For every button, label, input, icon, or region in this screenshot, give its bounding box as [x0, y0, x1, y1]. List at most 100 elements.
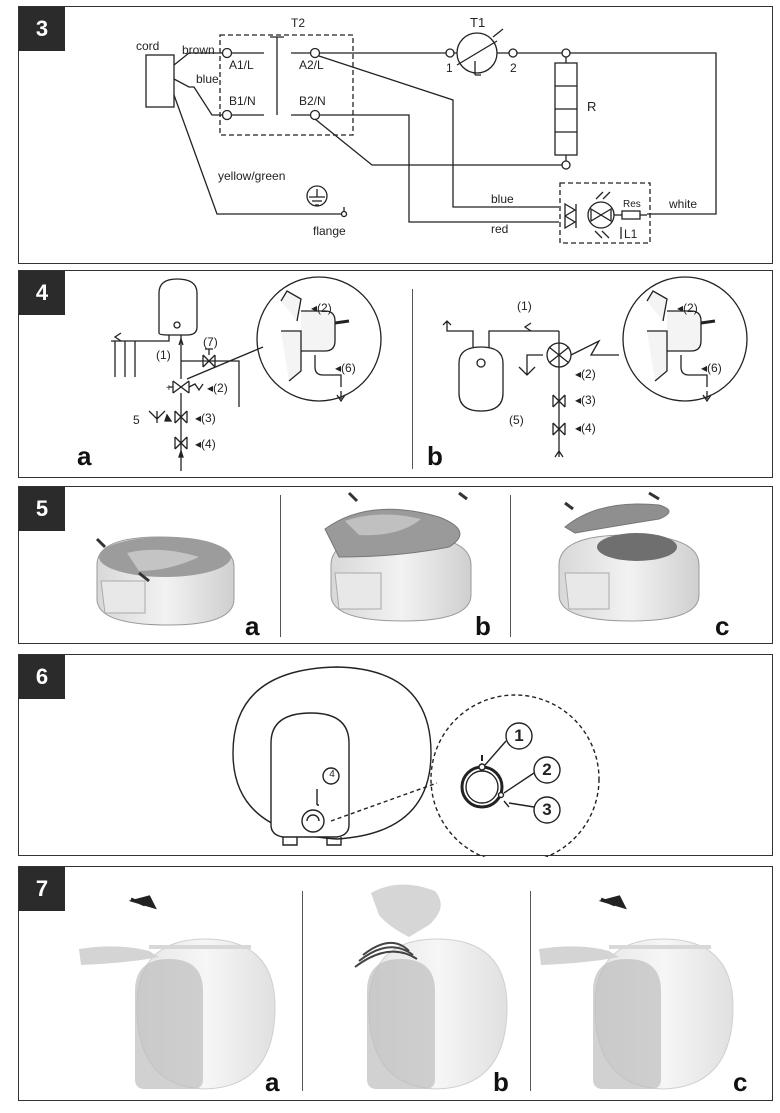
- marker-2a: ◂(2): [207, 381, 228, 395]
- magnifier-circle-b: [622, 276, 748, 402]
- label-b2: B2/N: [299, 94, 326, 108]
- t2-switch-box: [219, 34, 354, 136]
- callout-1-label: 1: [514, 726, 524, 745]
- marker-7: (7): [203, 335, 218, 349]
- callout-2: [533, 756, 561, 784]
- label-t1-pin2: 2: [510, 61, 517, 75]
- operation-photo-7c: [539, 895, 734, 1090]
- sub-label-7c: c: [733, 1067, 748, 1097]
- t2-actuator: [270, 36, 284, 115]
- cold-inlet-pipe-b: [554, 331, 564, 458]
- label-b1: B1/N: [229, 94, 256, 108]
- section-4-badge: 4: [19, 271, 65, 315]
- cord-plug: [145, 54, 175, 108]
- operation-photo-7a: [79, 895, 276, 1090]
- label-t2: T2: [291, 16, 305, 30]
- section-6-badge: 6: [19, 655, 65, 699]
- label-yellow-green: yellow/green: [218, 169, 285, 183]
- label-l1: L1: [624, 227, 638, 241]
- marker-3b: ◂(3): [575, 393, 596, 407]
- sub-label-5b: b: [475, 611, 491, 641]
- label-blue-top: blue: [196, 72, 219, 86]
- thermostat-knob: [301, 809, 325, 833]
- callout-1: [505, 722, 533, 750]
- wire-blue-cord: [173, 78, 224, 116]
- marker-5a: 5: [133, 413, 140, 427]
- heater-front-panel: [270, 712, 350, 838]
- section-7-operation-steps: 7: [18, 866, 773, 1101]
- section-5-badge: 5: [19, 487, 65, 531]
- valve-4-icon: [174, 436, 188, 450]
- marker-6b: ◂(6): [701, 361, 722, 375]
- label-white: white: [668, 197, 697, 211]
- heater-terminal-bottom: [561, 160, 571, 170]
- sub-label-4b: b: [427, 441, 443, 471]
- plumbing-schematics: +: [111, 276, 748, 471]
- knob-zoom-circle: [430, 694, 600, 857]
- ground-lines: [309, 189, 325, 206]
- terminal-a1: [221, 47, 233, 59]
- wire-brown: [173, 52, 224, 66]
- knob-number-label: 4: [329, 769, 335, 780]
- magnifier-circle-a: [256, 276, 382, 402]
- marker-4a: ◂(4): [195, 437, 216, 451]
- marker-5b: (5): [509, 413, 524, 427]
- knob-dial-closeup: [460, 765, 504, 809]
- hot-outlet-pipes-a: [111, 335, 170, 377]
- marker-2b-closeup: ◂(2): [677, 301, 698, 315]
- heater-photo-5a: [95, 536, 235, 626]
- marker-6a: ◂(6): [335, 361, 356, 375]
- safety-valve-2-icon: [172, 380, 190, 394]
- safety-valve-closeup-a: [280, 290, 336, 382]
- hot-outlet-pipe-b: [442, 320, 474, 347]
- sub-label-5c: c: [715, 611, 730, 641]
- valve-3b-icon: [552, 394, 566, 408]
- wiring-schematic: cord brown blue yellow/green flange T2 A…: [136, 15, 717, 244]
- label-res: Res: [623, 199, 641, 210]
- section-4-plumbing-diagram: 4 +: [18, 270, 773, 478]
- heater-undersink-a: [158, 278, 198, 336]
- callout-3-label: 3: [542, 800, 552, 819]
- section-4-divider: [412, 289, 413, 469]
- terminal-b1: [221, 109, 233, 121]
- operation-photo-7b: [354, 884, 508, 1090]
- section-6-thermostat-knob: 6 4 1 2 3: [18, 654, 773, 857]
- label-a1: A1/L: [229, 58, 254, 72]
- terminal-b2: [309, 109, 321, 121]
- t1-pin-2: [508, 48, 518, 58]
- heater-front-view: [232, 666, 600, 857]
- wire-blue: [318, 55, 559, 208]
- label-flange: flange: [313, 224, 346, 238]
- ground-symbol-icon: [306, 185, 328, 207]
- heater-cover-photos: [95, 491, 700, 626]
- callout-3: [533, 796, 561, 824]
- marker-2a-closeup: ◂(2): [311, 301, 332, 315]
- marker-4b: ◂(4): [575, 421, 596, 435]
- diode-pair-icon: [564, 202, 577, 230]
- leader-arrow-b: [570, 339, 619, 356]
- l1-indicator-box: [559, 182, 651, 244]
- section-7-badge: 7: [19, 867, 65, 911]
- safety-valve-2b-icon: [548, 346, 570, 364]
- heater-photo-5c: [558, 491, 700, 622]
- valve-3-icon: [174, 410, 188, 424]
- sub-label-5a: a: [245, 611, 260, 641]
- resistor-res: [621, 210, 641, 220]
- sub-label-4a: a: [77, 441, 92, 471]
- callout-2-label: 2: [542, 760, 552, 779]
- knob-label-circle: [322, 767, 340, 785]
- heater-undersink-b: [458, 346, 504, 412]
- heater-terminal-top: [561, 48, 571, 58]
- t1-pin-1: [445, 48, 455, 58]
- heater-photo-5b: [324, 491, 472, 622]
- label-r: R: [587, 99, 596, 114]
- wire-red: [319, 114, 559, 223]
- marker-1a: (1): [156, 348, 171, 362]
- marker-1b: (1): [517, 299, 532, 313]
- marker-3a: ◂(3): [195, 411, 216, 425]
- section-3-badge: 3: [19, 7, 65, 51]
- label-cord: cord: [136, 39, 159, 53]
- wire-white: [570, 52, 717, 215]
- label-t1: T1: [470, 15, 485, 30]
- wire-a-to-heater: [314, 118, 562, 166]
